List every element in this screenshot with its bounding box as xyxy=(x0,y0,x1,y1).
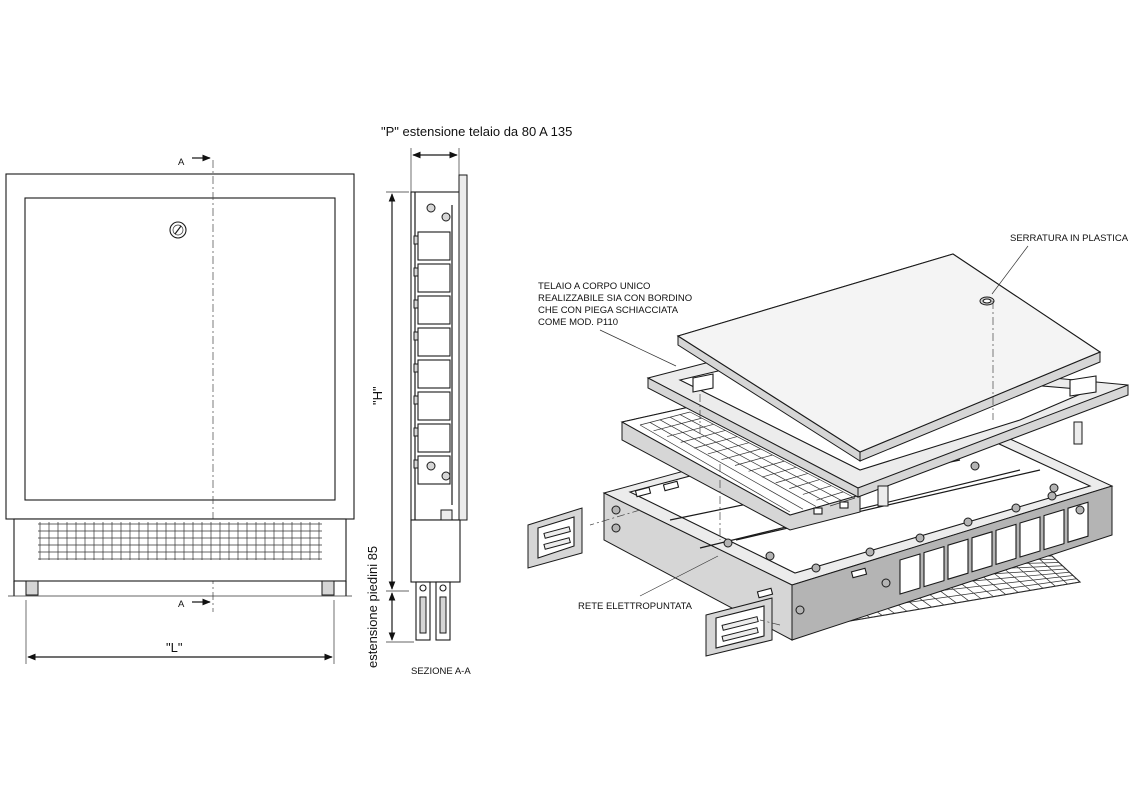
grid-shelf xyxy=(620,405,862,531)
front-lower-compartment xyxy=(13,518,347,582)
lock-callout: SERRATURA IN PLASTICA xyxy=(991,233,1129,295)
front-lock-icon xyxy=(169,221,187,239)
svg-text:A: A xyxy=(178,599,185,610)
depth-label: "P" estensione telaio da 80 A 135 xyxy=(381,124,572,139)
mesh-callout: RETE ELETTROPUNTATA xyxy=(578,555,719,612)
door-panel xyxy=(676,253,1102,462)
section-caption: SEZIONE A-A xyxy=(411,666,471,677)
svg-text:SERRATURA IN PLASTICA: SERRATURA IN PLASTICA xyxy=(1010,233,1129,244)
section-door-edge xyxy=(458,174,468,521)
section-marker-top: A xyxy=(178,154,211,168)
front-mesh-grid xyxy=(38,522,322,560)
section-lower-compartment xyxy=(410,519,461,583)
section-compartment-cells xyxy=(413,231,451,485)
svg-text:TELAIO A CORPO UNICO: TELAIO A CORPO UNICO xyxy=(538,281,650,292)
svg-text:A: A xyxy=(178,157,185,168)
section-view: "P" estensione telaio da 80 A 135 "H" xyxy=(365,124,572,677)
svg-text:RETE ELETTROPUNTATA: RETE ELETTROPUNTATA xyxy=(578,601,693,612)
front-door-panel xyxy=(24,197,336,501)
exploded-view: SERRATURA IN PLASTICA TELAIO A CORPO UNI… xyxy=(527,233,1129,657)
svg-text:REALIZZABILE SIA CON BORDINO: REALIZZABILE SIA CON BORDINO xyxy=(538,293,692,304)
front-foot-right xyxy=(321,580,335,596)
frame-callout: TELAIO A CORPO UNICO REALIZZABILE SIA CO… xyxy=(538,281,692,367)
height-label: "H" xyxy=(370,386,385,405)
left-bracket xyxy=(527,507,583,569)
right-bracket xyxy=(705,597,773,657)
front-view: A A "L" xyxy=(5,154,355,664)
svg-text:CHE CON PIEGA SCHIACCIATA: CHE CON PIEGA SCHIACCIATA xyxy=(538,305,679,316)
feet-label: estensione piedini 85 xyxy=(365,546,380,668)
svg-text:COME MOD. P110: COME MOD. P110 xyxy=(538,317,618,328)
width-label: "L" xyxy=(166,640,183,655)
section-marker-bottom: A xyxy=(178,598,211,610)
front-foot-left xyxy=(25,580,39,596)
